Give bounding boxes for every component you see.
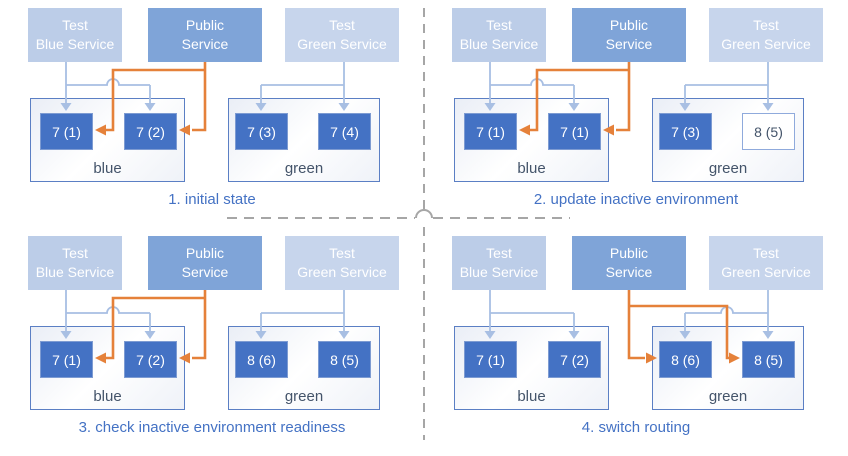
test-blue-service-node: Test Blue Service [28,8,122,62]
public-service-node: Public Service [572,8,686,62]
blue-pod-1: 7 (1) [40,341,93,378]
green-pod-2: 8 (5) [742,341,795,378]
service-label-line: Test [62,17,88,33]
service-label-line: Green Service [721,36,811,52]
panel-check-inactive-environment-readiness: Test Blue Service Public Service Test Gr… [0,228,424,446]
blue-environment-label: blue [517,388,546,405]
panel-switch-routing: Test Blue Service Public Service Test Gr… [424,228,848,446]
blue-pod-2: 7 (1) [548,113,601,150]
green-pod-2-new-version: 8 (5) [742,113,795,150]
panel-caption: 3. check inactive environment readiness [78,419,346,436]
panel-initial-state: Test Blue Service Public Service Test Gr… [0,0,424,218]
service-label-line: Public [185,17,225,33]
panel-caption: 1. initial state [168,191,256,208]
service-label-line: Test [753,17,779,33]
test-green-service-node: Test Green Service [285,236,399,290]
green-pod-1: 7 (3) [235,113,288,150]
blue-environment-label: blue [93,388,122,405]
green-pod-1: 7 (3) [659,113,712,150]
service-label-line: Service [605,36,653,52]
green-environment-label: green [284,160,324,177]
blue-pod-2: 7 (2) [548,341,601,378]
service-label-line: Green Service [297,264,387,280]
test-blue-service-node: Test Blue Service [28,236,122,290]
green-pod-1: 8 (6) [235,341,288,378]
public-service-node: Public Service [148,8,262,62]
blue-pod-2: 7 (2) [124,113,177,150]
service-label-line: Public [609,17,649,33]
public-service-node: Public Service [148,236,262,290]
test-green-service-node: Test Green Service [285,8,399,62]
service-label-line: Service [605,264,653,280]
service-label-line: Public [609,245,649,261]
blue-environment-label: blue [517,160,546,177]
test-blue-service-node: Test Blue Service [452,236,546,290]
service-label-line: Green Service [721,264,811,280]
panel-caption: 4. switch routing [581,419,691,436]
service-label-line: Test [62,245,88,261]
service-label-line: Service [181,36,229,52]
blue-pod-1: 7 (1) [464,113,517,150]
public-service-node: Public Service [572,236,686,290]
green-pod-2: 8 (5) [318,341,371,378]
blue-pod-2: 7 (2) [124,341,177,378]
service-label-line: Blue Service [35,36,115,52]
service-label-line: Blue Service [459,264,539,280]
green-environment-label: green [708,160,748,177]
service-label-line: Green Service [297,36,387,52]
panel-update-inactive-environment: Test Blue Service Public Service Test Gr… [424,0,848,218]
service-label-line: Test [486,17,512,33]
service-label-line: Blue Service [459,36,539,52]
green-environment-label: green [284,388,324,405]
service-label-line: Blue Service [35,264,115,280]
service-label-line: Test [329,245,355,261]
blue-pod-1: 7 (1) [464,341,517,378]
test-blue-service-node: Test Blue Service [452,8,546,62]
green-pod-2: 7 (4) [318,113,371,150]
green-pod-1: 8 (6) [659,341,712,378]
service-label-line: Test [753,245,779,261]
service-label-line: Test [486,245,512,261]
blue-pod-1: 7 (1) [40,113,93,150]
test-green-service-node: Test Green Service [709,236,823,290]
service-label-line: Service [181,264,229,280]
service-label-line: Public [185,245,225,261]
blue-environment-label: blue [93,160,122,177]
green-environment-label: green [708,388,748,405]
panel-caption: 2. update inactive environment [533,191,739,208]
test-green-service-node: Test Green Service [709,8,823,62]
service-label-line: Test [329,17,355,33]
